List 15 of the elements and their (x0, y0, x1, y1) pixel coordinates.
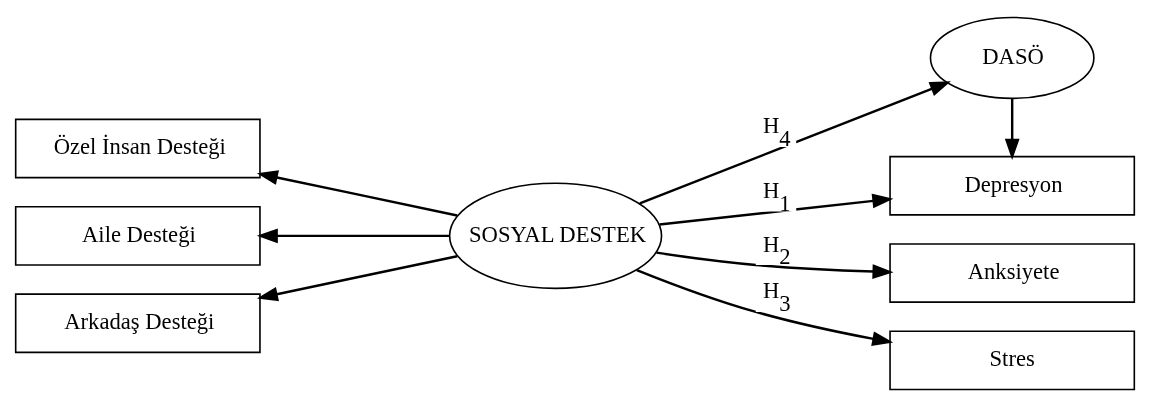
arrow (656, 251, 894, 279)
arrow (1004, 98, 1020, 160)
node-box: Özel İnsan Desteği (14, 118, 261, 179)
arrow (256, 170, 458, 217)
node-box: Aile Desteği (14, 205, 261, 266)
node-ellipse: SOSYAL DESTEK (448, 182, 663, 290)
node-box: Stres (889, 330, 1136, 391)
arrow (256, 255, 458, 302)
node-box: Arkadaş Desteği (14, 293, 261, 354)
arrow (256, 228, 449, 244)
arrow (659, 193, 894, 226)
node-box: Depresyon (889, 155, 1136, 216)
node-box: Anksiyete (889, 243, 1136, 303)
arrow (636, 268, 894, 346)
arrow (639, 81, 951, 205)
